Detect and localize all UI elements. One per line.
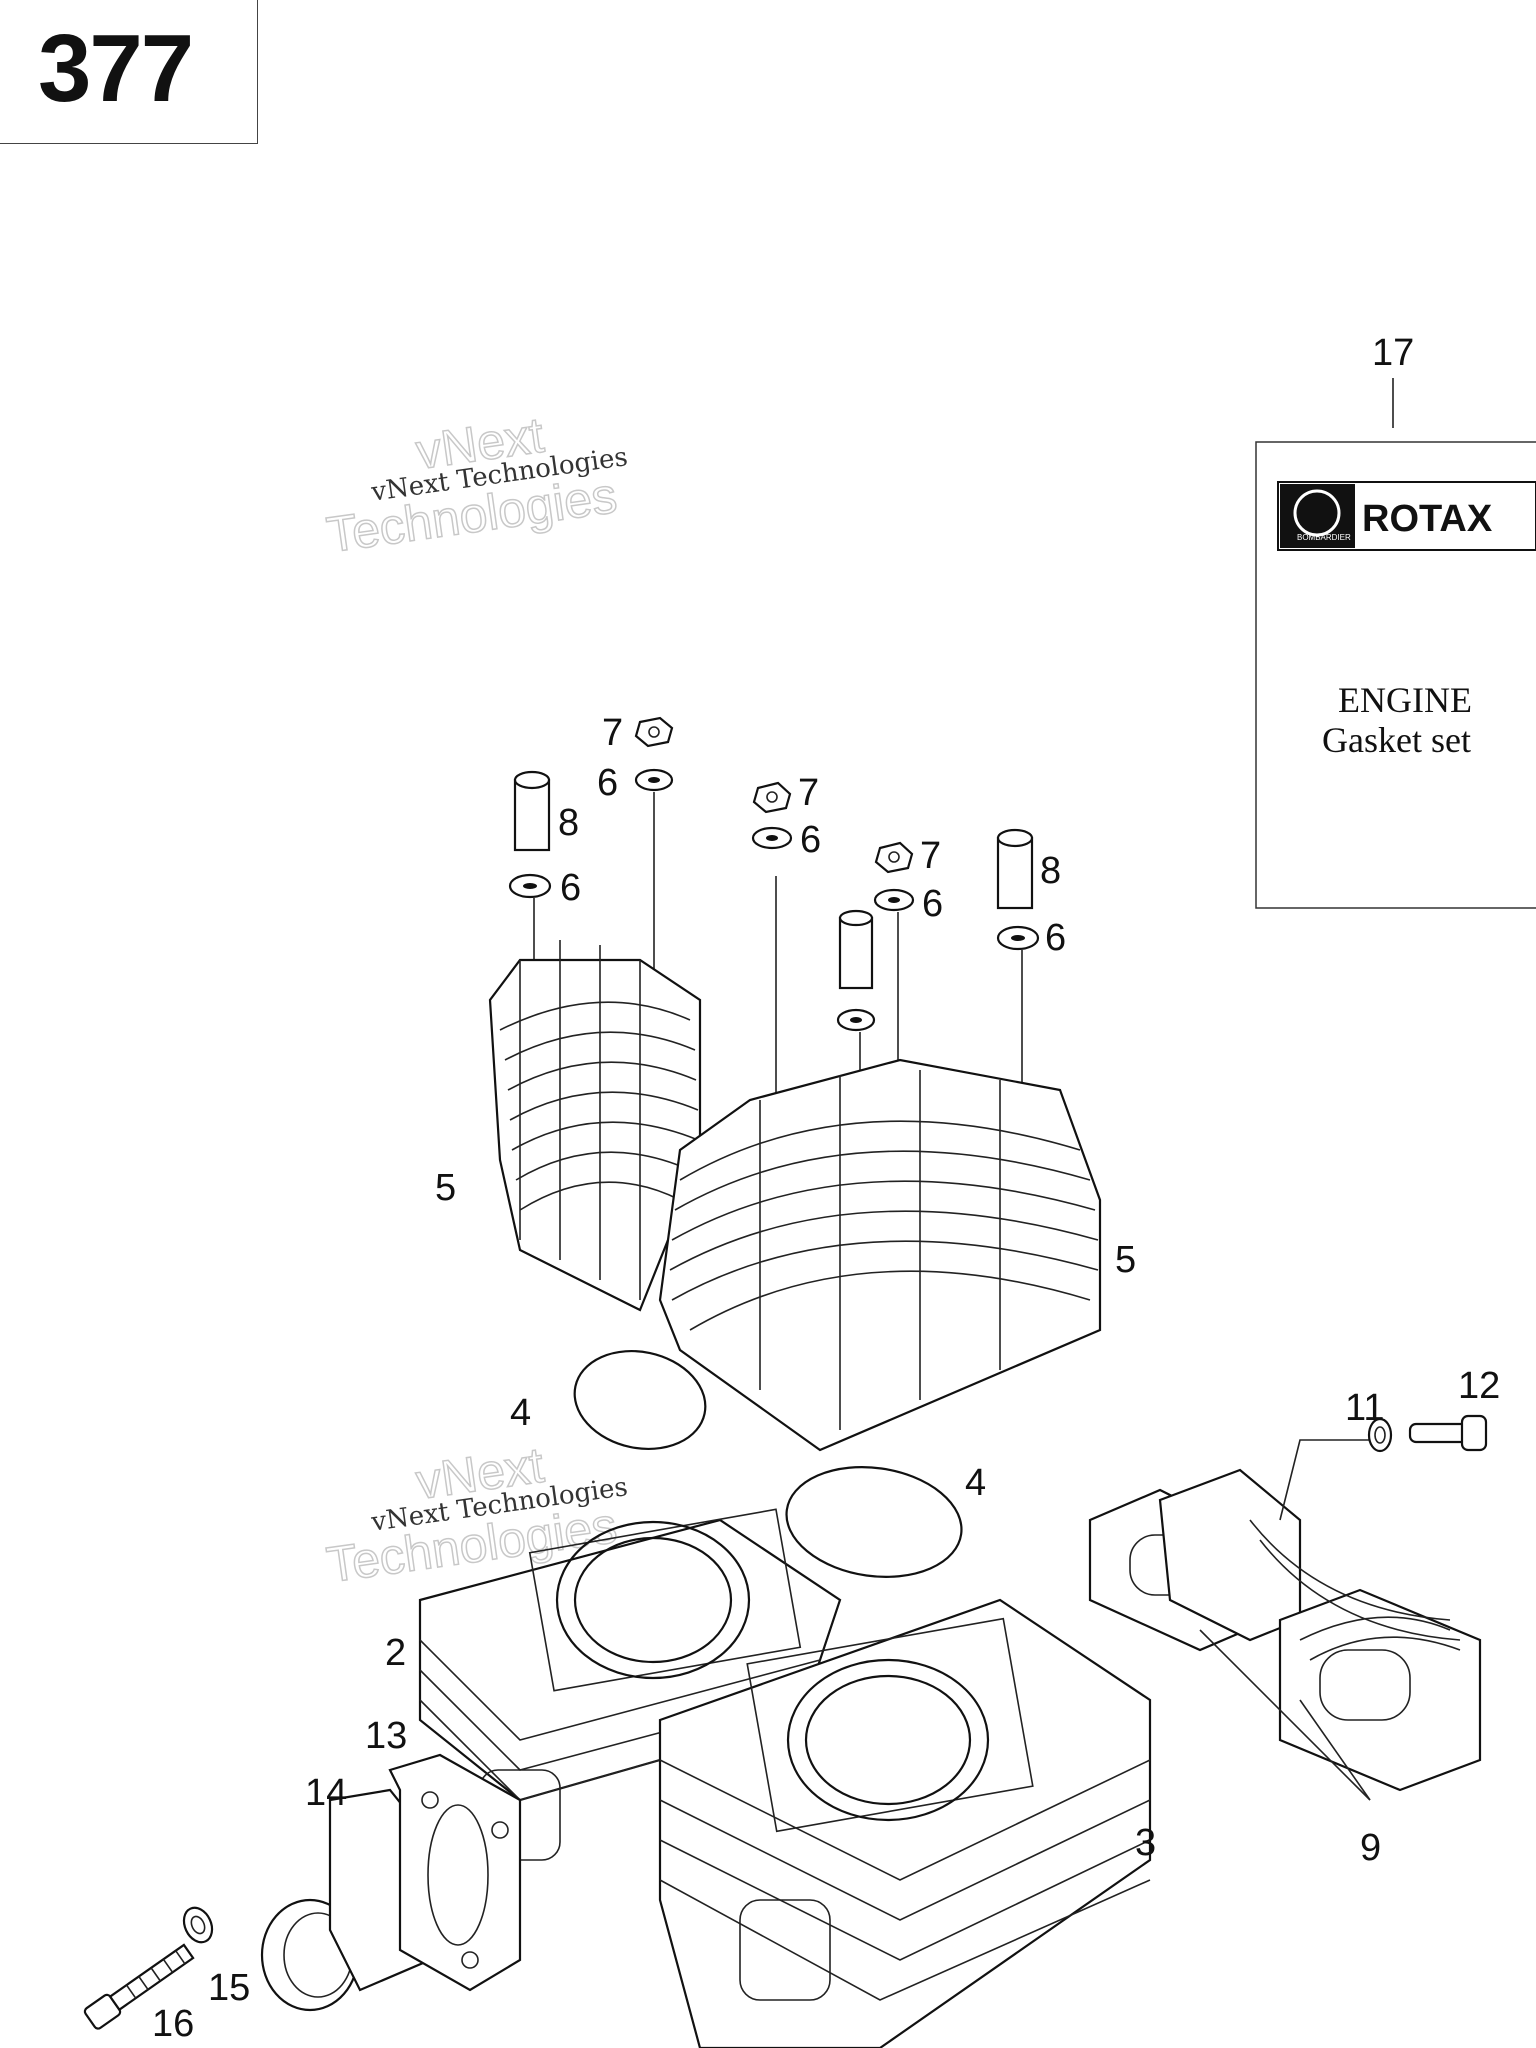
washer-15	[182, 1906, 214, 1944]
callout-6e: 6	[1045, 917, 1066, 959]
cylinder-head-right	[658, 1058, 1102, 1452]
callout-16: 16	[152, 2003, 194, 2045]
callout-9: 9	[1360, 1827, 1381, 1869]
leader-9a	[1299, 1699, 1371, 1801]
bolt-16	[83, 1943, 195, 2030]
cylinder-right	[658, 1598, 1152, 2048]
callout-17: 17	[1372, 332, 1414, 374]
callout-6a: 6	[597, 762, 618, 804]
intake-flange	[260, 1753, 522, 2012]
gasket-set-line1: ENGINE	[1338, 680, 1472, 720]
watermark-top: vNext Technologies vNext Technologies	[323, 406, 630, 564]
callout-6d: 6	[922, 883, 943, 925]
o-ring-left	[573, 1349, 707, 1451]
gear-icon	[1293, 489, 1341, 537]
fasteners	[508, 716, 1040, 1200]
rotax-brand: ROTAX	[1362, 498, 1493, 540]
cylinder-head-left	[488, 940, 702, 1312]
intake-gasket	[388, 1753, 522, 1992]
nut-7c	[874, 841, 914, 874]
callout-labels: 7 6 8 6 7 6 7 6 8 6 5 5 4 4 2 3 9 11 12 …	[152, 712, 1500, 2045]
callout-6b: 6	[560, 867, 581, 909]
callout-11: 11	[1345, 1387, 1384, 1429]
leader-9b	[1199, 1629, 1371, 1801]
callout-3: 3	[1135, 1822, 1156, 1864]
callout-4b: 4	[965, 1462, 986, 1504]
bolt-12	[1408, 1414, 1488, 1452]
callout-7c: 7	[920, 835, 941, 877]
nut-7a	[634, 716, 674, 748]
bombardier-logo-icon	[1280, 484, 1355, 548]
leader-11	[1279, 1439, 1370, 1521]
callout-7b: 7	[798, 772, 819, 814]
callout-14: 14	[305, 1772, 347, 1814]
gasket-set-line2: Gasket set	[1322, 720, 1471, 760]
nut-7b	[752, 781, 792, 814]
callout-5b: 5	[1115, 1239, 1136, 1281]
washer-11	[1367, 1417, 1393, 1453]
callout-8b: 8	[1040, 850, 1061, 892]
callout-12: 12	[1458, 1365, 1500, 1407]
gasket-set-box: 17 BOMBARDIER ROTAX ENGINE Gasket set	[1255, 332, 1536, 909]
exhaust-gaskets	[1088, 1439, 1482, 1801]
o-ring-right	[785, 1466, 963, 1578]
page-number: 377	[38, 15, 194, 122]
callout-5a: 5	[435, 1167, 456, 1209]
callout-6c: 6	[800, 819, 821, 861]
logo-text: BOMBARDIER	[1297, 533, 1351, 542]
callout-8a: 8	[558, 802, 579, 844]
callout-15: 15	[208, 1967, 250, 2009]
callout-2: 2	[385, 1632, 406, 1674]
sleeve-8b	[996, 836, 1034, 910]
callout-4a: 4	[510, 1392, 531, 1434]
callout-13: 13	[365, 1715, 407, 1757]
callout-7a: 7	[602, 712, 623, 754]
page-number-box: 377	[0, 0, 258, 144]
sleeve-8c	[838, 916, 874, 990]
sleeve-8a	[513, 778, 551, 852]
